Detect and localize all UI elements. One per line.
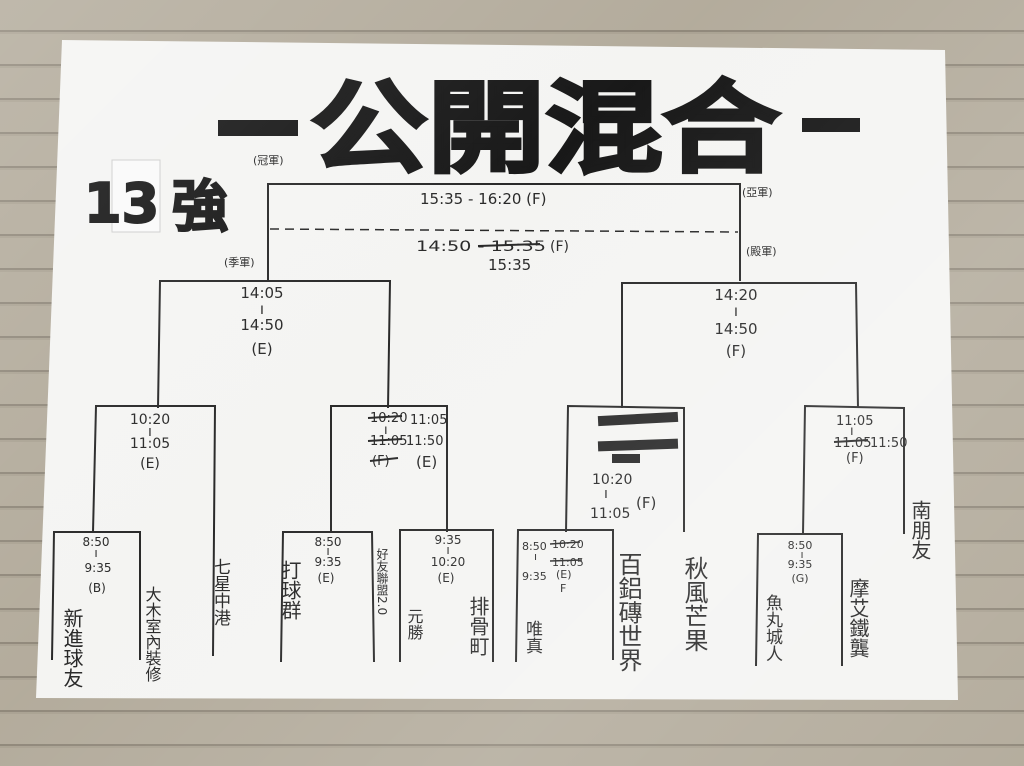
svg-text:(F): (F) [636,494,656,512]
svg-text:14:20: 14:20 [714,286,757,304]
svg-text:ı: ı [326,544,329,558]
team-names: 新進球友 大木室內裝修 七星中港 打球群 好友聯盟2.0 元勝 排骨町 唯真 百… [60,500,932,688]
final-time: 15:35 - 16:20 (F) [420,190,547,208]
team-6: 元勝 [405,608,424,641]
svg-text:ı: ı [850,424,854,439]
team-13: 南朋友 [908,500,932,560]
svg-text:11:05: 11:05 [836,414,873,429]
svg-text:ı: ı [94,546,97,560]
fourth-place-tag: (殿軍) [746,245,777,258]
svg-text:11:05: 11:05 [130,436,170,452]
r16-match-1: 8:50 ı 9:35 (B) [83,535,112,595]
svg-text:ı: ı [800,548,803,561]
svg-text:ı: ı [384,423,388,438]
svg-text:14:50: 14:50 [714,320,757,338]
svg-text:9:35: 9:35 [85,561,112,575]
svg-text:10:20: 10:20 [370,411,407,426]
title-text: 公開混合 [310,70,780,187]
svg-text:11:05: 11:05 [834,436,871,451]
svg-text:9:35: 9:35 [522,570,547,583]
svg-text:10:20: 10:20 [431,555,466,569]
team-8: 唯真 [522,620,543,654]
svg-text:8:50: 8:50 [83,535,110,549]
svg-text:9:35: 9:35 [315,555,342,569]
bracket-lines [51,183,905,667]
svg-text:ı: ı [446,543,449,557]
svg-text:11:05: 11:05 [410,413,447,428]
svg-text:(F): (F) [372,454,390,469]
svg-text:10:20: 10:20 [552,538,584,551]
champion-tag: (冠軍) [253,154,284,167]
svg-text:(B): (B) [88,581,106,595]
team-4: 打球群 [278,560,302,620]
team-count: 13 [84,172,159,235]
svg-text:(E): (E) [251,340,272,358]
third-place-new-time: 15:35 [488,256,531,274]
svg-text:F: F [560,582,566,595]
third-place-tag: (季軍) [224,256,255,269]
poster-title: 公開混合 [218,69,860,189]
svg-text:8:50: 8:50 [522,540,547,553]
runner-up-tag: (亞軍) [742,186,773,199]
team-2: 大木室內裝修 [143,586,162,682]
r16-match-5: 8:50 ı 9:35 (G) [788,539,813,585]
svg-text:9:35: 9:35 [435,533,462,547]
svg-text:8:50: 8:50 [315,535,342,549]
semifinal-left: 14:05 ı 14:50 (E) [240,284,283,358]
svg-text:14:50: 14:50 [240,316,283,334]
svg-text:14:05: 14:05 [240,284,283,302]
svg-text:(E): (E) [416,453,437,471]
svg-text:10:20: 10:20 [130,412,170,428]
semifinal-right: 14:20 ı 14:50 (F) [714,286,757,360]
svg-text:ı: ı [534,550,537,563]
svg-text:(F): (F) [846,451,864,466]
svg-text:(E): (E) [438,571,455,585]
svg-text:11:05: 11:05 [370,434,407,449]
quarterfinal-2: 10:20 11:05 ı 11:05 11:50 (F) (E) [367,411,447,471]
third-place-old-time: 14:50 - 15:35 [416,239,546,255]
svg-text:11:50: 11:50 [870,436,907,451]
svg-text:(F): (F) [726,342,746,360]
svg-text:(G): (G) [791,572,808,585]
r16-match-3: 9:35 ı 10:20 (E) [431,533,466,585]
quarterfinal-3: 10:20 ı 11:05 (F) [590,411,679,522]
team-11: 魚丸城人 [762,594,783,662]
svg-text:11:05: 11:05 [590,506,630,522]
round-label: 13 強 [83,159,229,241]
third-place-court: (F) [550,239,569,255]
round-label-text: 強 [172,175,228,240]
svg-text:10:20: 10:20 [592,472,632,488]
quarterfinal-4: 11:05 ı 11:05 11:50 (F) [833,414,907,466]
svg-text:(E): (E) [318,571,335,585]
quarterfinal-1: 10:20 ı 11:05 (E) [130,412,170,472]
svg-text:ı: ı [734,302,738,320]
r16-match-4: 8:50 10:20 ı 11:05 9:35 (E) F [522,538,584,595]
r16-match-2: 8:50 ı 9:35 (E) [315,535,342,585]
svg-text:ı: ı [260,300,264,318]
svg-text:11:50: 11:50 [406,434,443,449]
svg-text:8:50: 8:50 [788,539,813,552]
team-10: 秋風芒果 [680,556,708,652]
svg-text:ı: ı [604,486,608,502]
team-7: 排骨町 [466,596,490,656]
team-12: 摩艾鐵龔 [846,578,870,658]
team-9: 百鋁磚世界 [614,552,642,672]
svg-text:11:05: 11:05 [552,556,584,569]
poster-paper [36,40,958,700]
svg-text:(E): (E) [556,568,572,581]
team-3: 七星中港 [210,558,231,626]
final-match: 15:35 - 16:20 (F) 14:50 - 15:35 (F) 15:3… [416,190,569,274]
svg-text:9:35: 9:35 [788,558,813,571]
svg-text:(E): (E) [140,456,160,472]
team-5: 好友聯盟2.0 [375,548,389,616]
team-1: 新進球友 [60,608,84,688]
svg-text:ı: ı [148,424,152,440]
